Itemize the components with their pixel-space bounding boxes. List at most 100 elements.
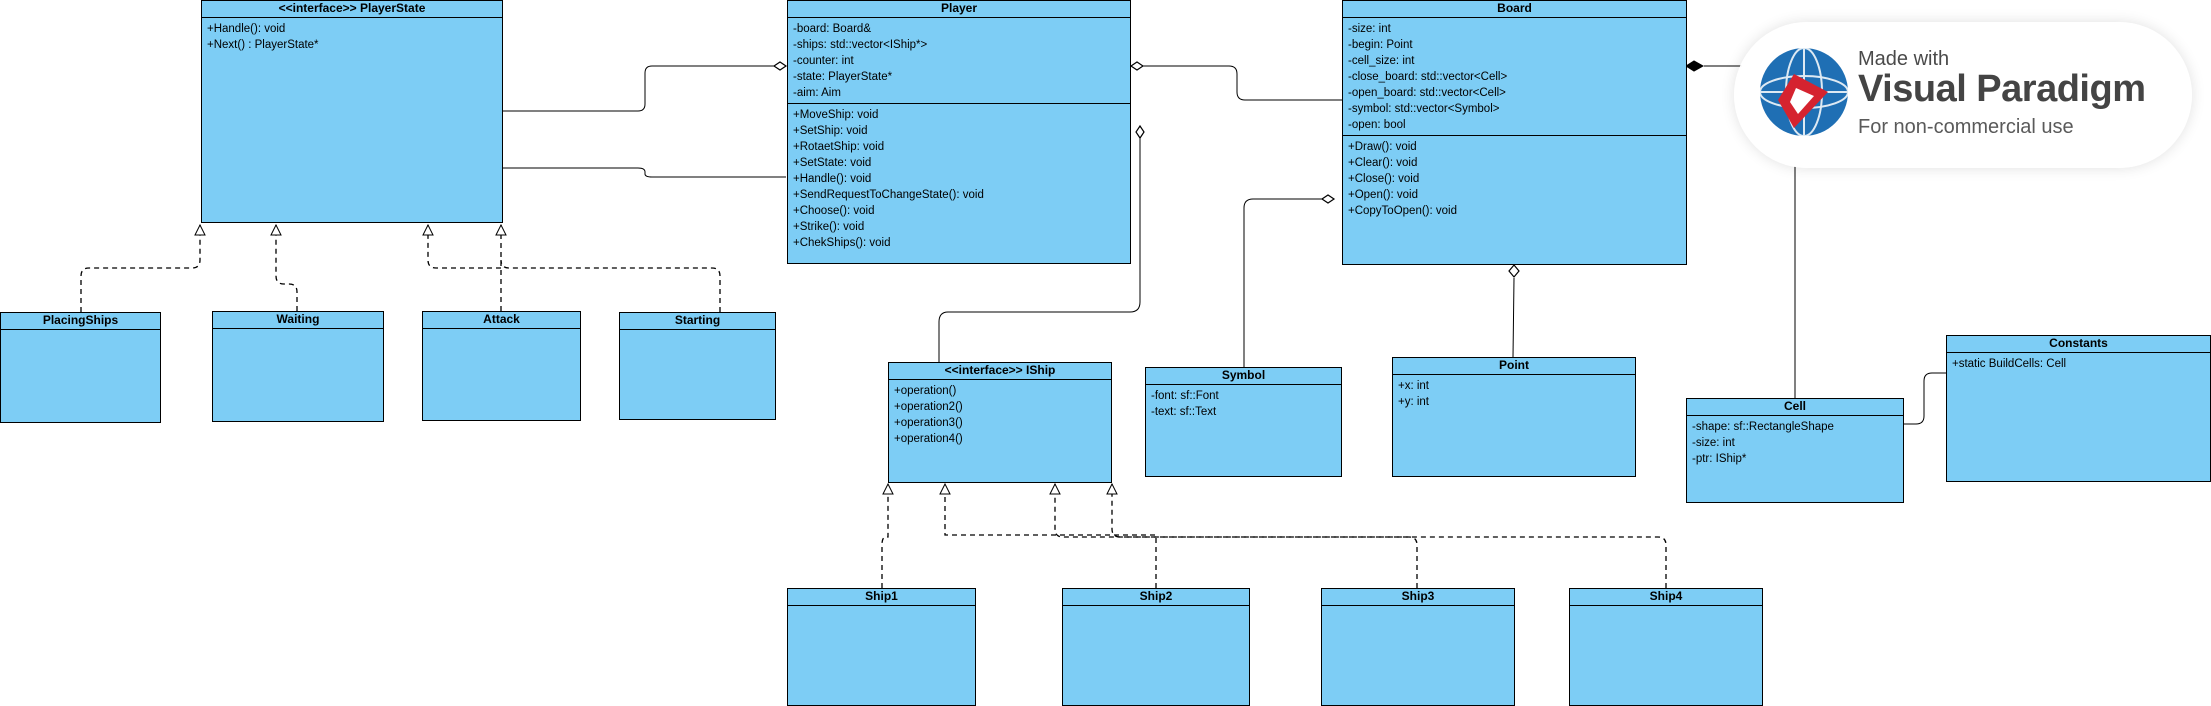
watermark-badge: Made with Visual Paradigm For non-commer… — [1734, 22, 2192, 168]
class-member: -symbol: std::vector<Symbol> — [1348, 103, 1500, 115]
class-member: +SetState: void — [793, 157, 872, 169]
realize-waiting — [276, 225, 298, 311]
class-member: +operation3() — [894, 417, 963, 429]
class-title: Ship3 — [1322, 589, 1514, 606]
class-member: +Handle(): void — [207, 23, 286, 35]
link-cell-constants — [1904, 372, 1946, 425]
class-ship3[interactable]: Ship3 — [1321, 588, 1515, 706]
class-member: +CopyToOpen(): void — [1348, 205, 1457, 217]
watermark-made-with: Made with — [1858, 48, 1950, 70]
class-attack[interactable]: Attack — [422, 311, 581, 421]
class-title: Board — [1343, 1, 1686, 18]
class-member: +Next() : PlayerState* — [207, 39, 319, 51]
class-member: +static BuildCells: Cell — [1952, 358, 2067, 370]
class-members: +x: int +y: int — [1393, 375, 1635, 412]
class-title: Point — [1393, 358, 1635, 375]
realize-ship3 — [1055, 484, 1418, 588]
link-player-iship — [938, 137, 1141, 363]
class-title: Ship1 — [788, 589, 975, 606]
aggregation-diamond-board-point — [1508, 264, 1520, 278]
class-playerstate[interactable]: <<interface>> PlayerState +Handle(): voi… — [201, 0, 503, 223]
class-member: -open_board: std::vector<Cell> — [1348, 87, 1506, 99]
class-title: Cell — [1687, 399, 1903, 416]
link-playerstate-player-bottom — [502, 167, 786, 178]
class-member: -font: sf::Font — [1151, 390, 1219, 402]
class-member: +Draw(): void — [1348, 141, 1417, 153]
class-member: -begin: Point — [1348, 39, 1413, 51]
class-title: <<interface>> PlayerState — [202, 1, 502, 18]
class-iship[interactable]: <<interface>> IShip +operation() +operat… — [888, 362, 1112, 483]
class-operations: +MoveShip: void +SetShip: void +RotaetSh… — [788, 103, 1130, 253]
aggregation-diamond-board-symbol — [1320, 194, 1336, 204]
class-member: +x: int — [1398, 380, 1430, 392]
aggregation-diamond-player-left — [772, 61, 788, 71]
class-member: -open: bool — [1348, 119, 1406, 131]
class-placingships[interactable]: PlacingShips — [0, 312, 161, 423]
class-attributes: -board: Board& -ships: std::vector<IShip… — [788, 18, 1130, 103]
class-members: +Handle(): void +Next() : PlayerState* — [202, 18, 502, 55]
class-constants[interactable]: Constants +static BuildCells: Cell — [1946, 335, 2211, 482]
class-operations: +Draw(): void +Clear(): void +Close(): v… — [1343, 135, 1686, 221]
class-member: +operation() — [894, 385, 957, 397]
class-member: +Open(): void — [1348, 189, 1418, 201]
class-title: Starting — [620, 313, 775, 330]
class-members: -shape: sf::RectangleShape -size: int -p… — [1687, 416, 1903, 469]
class-member: +operation4() — [894, 433, 963, 445]
link-player-board — [1131, 65, 1342, 101]
class-ship2[interactable]: Ship2 — [1062, 588, 1250, 706]
class-member: -shape: sf::RectangleShape — [1692, 421, 1834, 433]
visual-paradigm-logo-icon — [1759, 47, 1849, 137]
class-member: +SetShip: void — [793, 125, 868, 137]
class-member: +Handle(): void — [793, 173, 872, 185]
class-member: -close_board: std::vector<Cell> — [1348, 71, 1508, 83]
watermark-brand: Visual Paradigm — [1858, 68, 2146, 110]
class-title: Symbol — [1146, 368, 1341, 385]
realize-ship2 — [945, 484, 1157, 588]
class-member: +operation2() — [894, 401, 963, 413]
class-waiting[interactable]: Waiting — [212, 311, 384, 422]
class-member: +SendRequestToChangeState(): void — [793, 189, 984, 201]
class-member: -counter: int — [793, 55, 854, 67]
class-member: -ships: std::vector<IShip*> — [793, 39, 928, 51]
class-member: +ChekShips(): void — [793, 237, 891, 249]
class-title: Waiting — [213, 312, 383, 329]
class-ship1[interactable]: Ship1 — [787, 588, 976, 706]
class-starting[interactable]: Starting — [619, 312, 776, 420]
class-cell[interactable]: Cell -shape: sf::RectangleShape -size: i… — [1686, 398, 1904, 503]
class-member: -text: sf::Text — [1151, 406, 1217, 418]
watermark-note: For non-commercial use — [1858, 116, 2074, 138]
class-member: +RotaetShip: void — [793, 141, 885, 153]
realize-starting — [500, 259, 721, 312]
class-title: Player — [788, 1, 1130, 18]
class-member: +Close(): void — [1348, 173, 1420, 185]
realize-attack-branch — [428, 225, 501, 269]
class-member: -ptr: IShip* — [1692, 453, 1747, 465]
realize-ship1 — [881, 484, 888, 588]
class-ship4[interactable]: Ship4 — [1569, 588, 1763, 706]
class-member: -aim: Aim — [793, 87, 841, 99]
class-title: Constants — [1947, 336, 2210, 353]
class-point[interactable]: Point +x: int +y: int — [1392, 357, 1636, 477]
link-board-symbol — [1243, 198, 1334, 367]
realize-placingships — [80, 225, 200, 312]
realize-ship4 — [1112, 484, 1667, 588]
class-member: -size: int — [1348, 23, 1391, 35]
class-title: <<interface>> IShip — [889, 363, 1111, 380]
class-member: -cell_size: int — [1348, 55, 1415, 67]
class-members: +operation() +operation2() +operation3()… — [889, 380, 1111, 449]
class-board[interactable]: Board -size: int -begin: Point -cell_siz… — [1342, 0, 1687, 265]
class-member: +Strike(): void — [793, 221, 865, 233]
composition-diamond-board-cell — [1685, 60, 1705, 72]
class-title: PlacingShips — [1, 313, 160, 330]
class-symbol[interactable]: Symbol -font: sf::Font -text: sf::Text — [1145, 367, 1342, 477]
class-member: +y: int — [1398, 396, 1430, 408]
link-board-point — [1512, 277, 1515, 358]
class-title: Ship4 — [1570, 589, 1762, 606]
class-member: +Clear(): void — [1348, 157, 1418, 169]
aggregation-diamond-player-right — [1129, 61, 1145, 71]
class-member: +Choose(): void — [793, 205, 875, 217]
link-playerstate-player-top — [502, 65, 786, 112]
class-player[interactable]: Player -board: Board& -ships: std::vecto… — [787, 0, 1131, 264]
class-member: -state: PlayerState* — [793, 71, 893, 83]
class-attributes: -size: int -begin: Point -cell_size: int… — [1343, 18, 1686, 135]
